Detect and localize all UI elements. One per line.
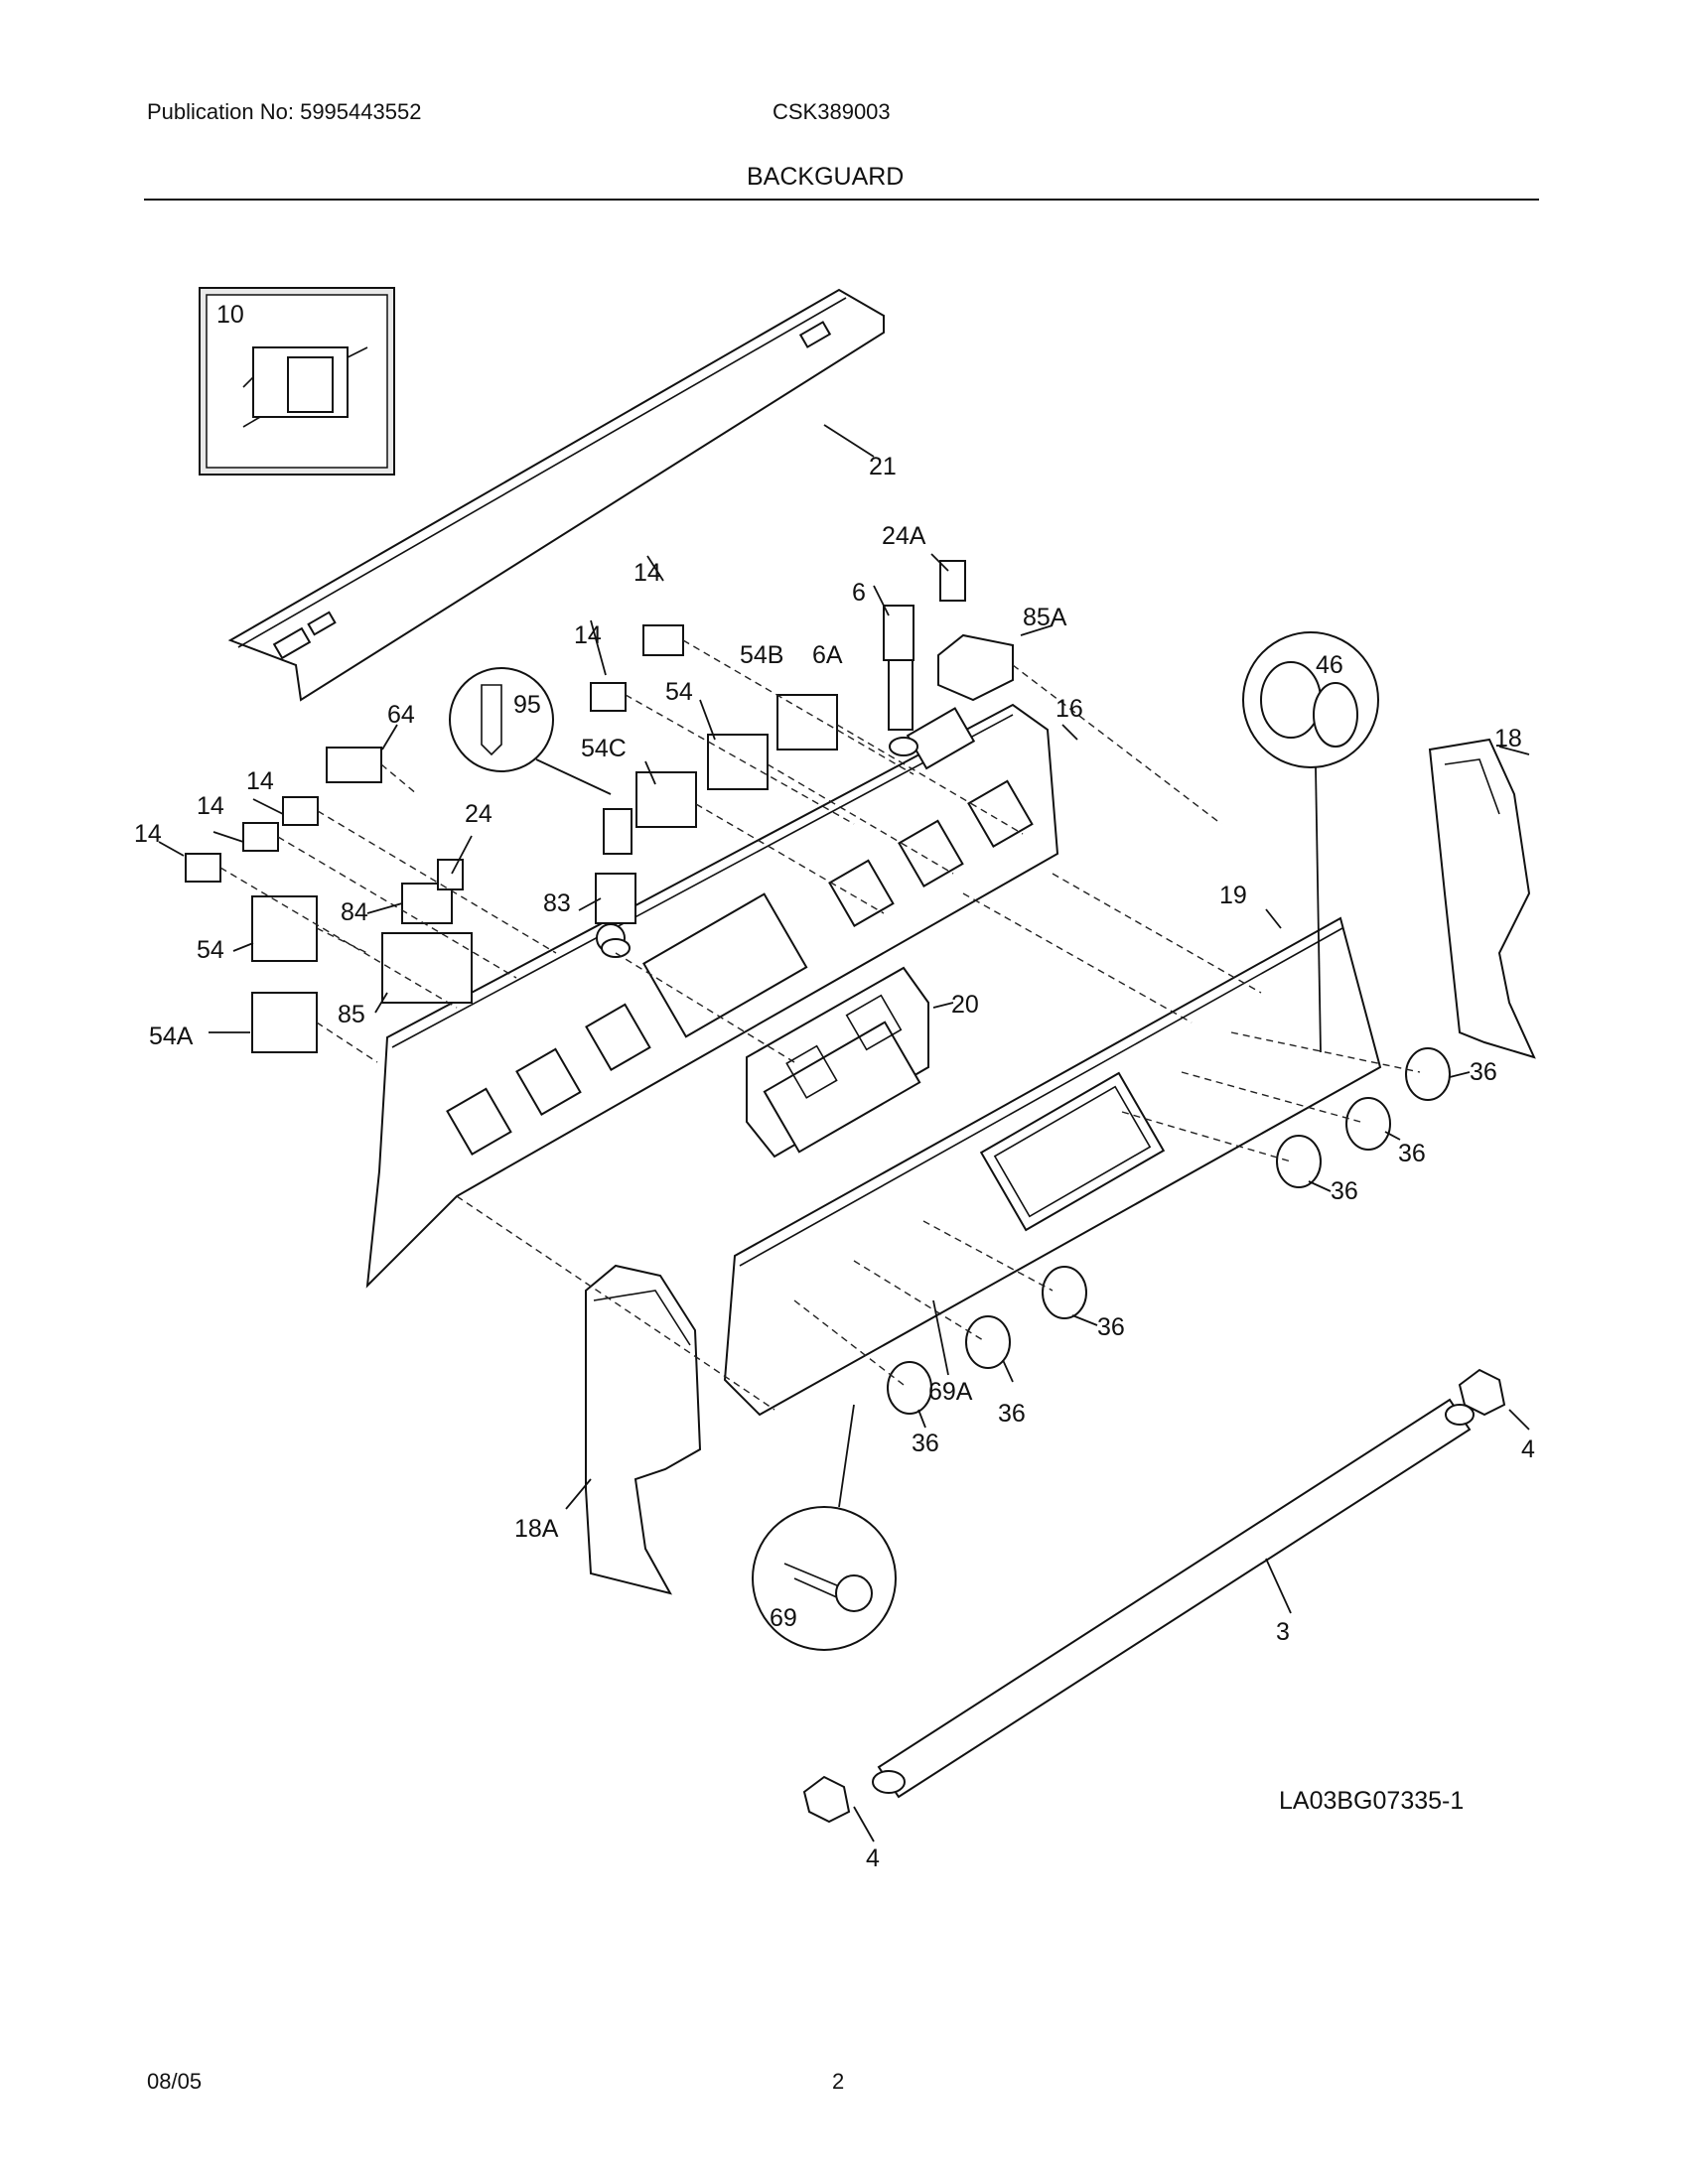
callout-18A: 18A xyxy=(514,1515,559,1543)
footer-date: 08/05 xyxy=(147,2069,203,2094)
callout-19: 19 xyxy=(1219,882,1247,909)
callout-54C: 54C xyxy=(581,735,627,762)
callout-14: 14 xyxy=(197,792,224,820)
part-3-tube xyxy=(872,1398,1475,1799)
part-20-electronic-control xyxy=(746,966,929,1159)
callout-14: 14 xyxy=(134,820,162,848)
part-18-right-end-cap xyxy=(1428,738,1536,1059)
section-title: BACKGUARD xyxy=(747,163,905,191)
part-4-brackets xyxy=(802,1368,1506,1824)
callout-36: 36 xyxy=(1470,1058,1497,1086)
callout-3: 3 xyxy=(1276,1618,1290,1646)
callout-54B: 54B xyxy=(740,641,783,669)
callout-24: 24 xyxy=(465,800,492,828)
part-10-transformer-inset xyxy=(199,287,395,476)
callout-54A: 54A xyxy=(149,1023,194,1050)
publication-number: Publication No: 5995443552 xyxy=(147,99,422,124)
assembly-lines xyxy=(219,639,1421,1411)
part-19-control-panel xyxy=(723,916,1382,1417)
part-16-backguard-frame xyxy=(365,703,1059,1289)
model-number: CSK389003 xyxy=(773,99,891,124)
callout-20: 20 xyxy=(951,991,979,1019)
callout-10: 10 xyxy=(216,301,244,329)
callout-85A: 85A xyxy=(1023,604,1067,631)
callout-14: 14 xyxy=(574,621,602,649)
leader-lines xyxy=(158,424,1530,1843)
callout-95: 95 xyxy=(513,691,541,719)
callout-54: 54 xyxy=(665,678,693,706)
callout-36: 36 xyxy=(912,1430,939,1457)
callout-85: 85 xyxy=(338,1001,365,1028)
detail-circle-46 xyxy=(1242,631,1379,1053)
callout-16: 16 xyxy=(1055,695,1083,723)
callout-84: 84 xyxy=(341,898,368,926)
callout-4: 4 xyxy=(1521,1435,1535,1463)
callout-14: 14 xyxy=(633,559,661,587)
header-rule xyxy=(144,199,1539,201)
callout-6A: 6A xyxy=(812,641,843,669)
callout-36: 36 xyxy=(1398,1140,1426,1167)
callout-6: 6 xyxy=(852,579,866,607)
callout-36: 36 xyxy=(998,1400,1026,1428)
figure-id: LA03BG07335-1 xyxy=(1279,1787,1464,1815)
callout-46: 46 xyxy=(1316,651,1343,679)
callout-4: 4 xyxy=(866,1844,880,1872)
callout-64: 64 xyxy=(387,701,415,729)
footer-page-number: 2 xyxy=(832,2069,845,2094)
knobs-36-group xyxy=(887,1047,1451,1415)
part-83-light-socket xyxy=(595,808,636,958)
callout-36: 36 xyxy=(1097,1313,1125,1341)
callout-54: 54 xyxy=(197,936,224,964)
callout-24A: 24A xyxy=(882,522,926,550)
callout-14: 14 xyxy=(246,767,274,795)
part-18A-left-end-cap xyxy=(585,1264,702,1595)
callout-36: 36 xyxy=(1331,1177,1358,1205)
part-21-top-cover xyxy=(227,288,885,702)
detail-circle-95 xyxy=(449,667,612,795)
callout-69A: 69A xyxy=(928,1378,973,1406)
callout-21: 21 xyxy=(869,453,897,480)
detail-circle-69 xyxy=(752,1404,897,1651)
callout-69: 69 xyxy=(770,1604,797,1632)
callout-18: 18 xyxy=(1494,725,1522,752)
callout-83: 83 xyxy=(543,889,571,917)
